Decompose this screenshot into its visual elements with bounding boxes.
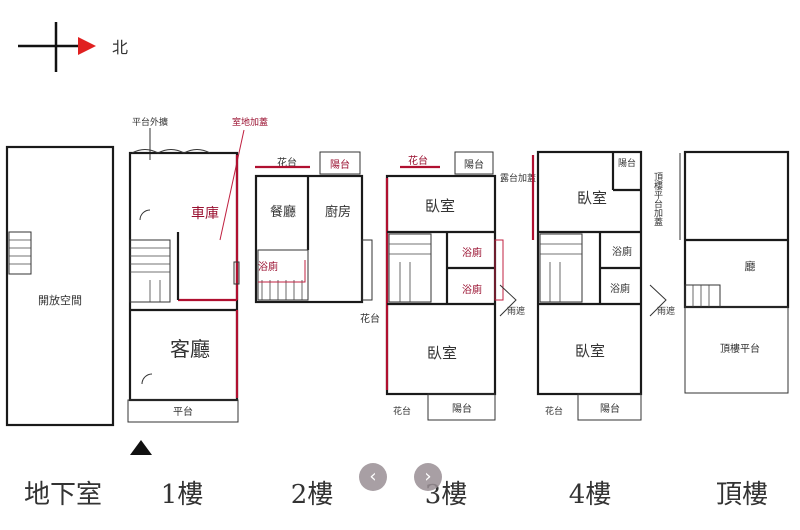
room-f2-balcony: 陽台 [330,158,350,171]
floor-3-plan: 花台 陽台 臥室 浴廁 浴廁 雨遮 臥室 陽台 花台 [385,151,525,421]
floor-label-roof: 頂樓 [715,480,768,510]
chevron-left-icon: ‹ [369,466,377,487]
basement-plan: 開放空間 [5,145,115,427]
room-f4-dew-platform: 露台加蓋 [500,172,536,184]
room-f4-canopy: 雨遮 [657,305,675,317]
room-f3-balcony-top: 陽台 [464,158,484,171]
floor-label-3f: 3樓 [424,480,468,510]
room-f3-bath-2: 浴廁 [462,283,482,296]
room-f4-balcony-bottom: 陽台 [600,402,620,415]
room-f3-flower-bottom: 花台 [393,405,411,417]
floor-label-1f: 1樓 [160,480,204,510]
floor-4-plan: 露台加蓋 陽台 臥室 浴廁 浴廁 雨遮 臥室 陽台 花台 [500,150,675,421]
prev-button[interactable]: ‹ [359,463,387,491]
room-f1-terrace: 平台 [173,405,193,418]
chevron-right-icon: › [424,466,432,487]
room-f2-flower-top: 花台 [277,156,297,169]
room-f2-dining: 餐廳 [270,204,296,220]
room-f3-balcony-bottom: 陽台 [452,402,472,415]
room-f4-flower-bottom: 花台 [545,405,563,417]
floor-label-2f: 2樓 [290,480,334,510]
room-roof-hall: 廳 [745,259,756,273]
room-f3-bedroom-top: 臥室 [425,197,455,215]
floor-label-4f: 4樓 [568,480,612,510]
room-roof-platform: 頂樓平台 [720,342,760,355]
room-f4-balcony-top: 陽台 [618,157,636,169]
floor-label-basement: 地下室 [23,480,102,510]
compass-icon [18,22,96,72]
room-f3-canopy: 雨遮 [507,305,525,317]
room-f2-flower-side: 花台 [360,312,380,325]
room-f4-bath-2: 浴廁 [610,282,630,295]
next-button[interactable]: › [414,463,442,491]
room-f2-bath: 浴廁 [258,260,278,273]
room-f1-garage: 車庫 [191,205,219,222]
compass-north-label: 北 [112,38,128,57]
room-f4-bedroom-top: 臥室 [577,189,607,207]
room-f4-bath-1: 浴廁 [612,245,632,258]
roof-plan: 頂樓平台加蓋 廳 頂樓平台 [652,150,790,394]
room-f4-bedroom-bottom: 臥室 [575,342,605,360]
room-basement-open: 開放空間 [38,293,82,307]
floor-2-plan: 花台 陽台 餐廳 廚房 浴廁 花台 [254,151,380,325]
room-f1-living: 客廳 [170,337,210,361]
entrance-arrow-icon [130,440,152,455]
room-f2-kitchen: 廚房 [325,204,351,220]
room-f3-flower-top: 花台 [408,154,428,167]
floor-1-plan: 平台外擴 室地加蓋 車庫 客廳 平台 [127,116,268,455]
room-f3-bedroom-bottom: 臥室 [427,344,457,362]
room-f1-platform-ext: 平台外擴 [132,116,168,128]
room-f3-bath-1: 浴廁 [462,246,482,259]
room-f1-indoor-cover: 室地加蓋 [232,116,268,128]
room-roof-cover: 頂樓平台加蓋 [652,172,662,226]
